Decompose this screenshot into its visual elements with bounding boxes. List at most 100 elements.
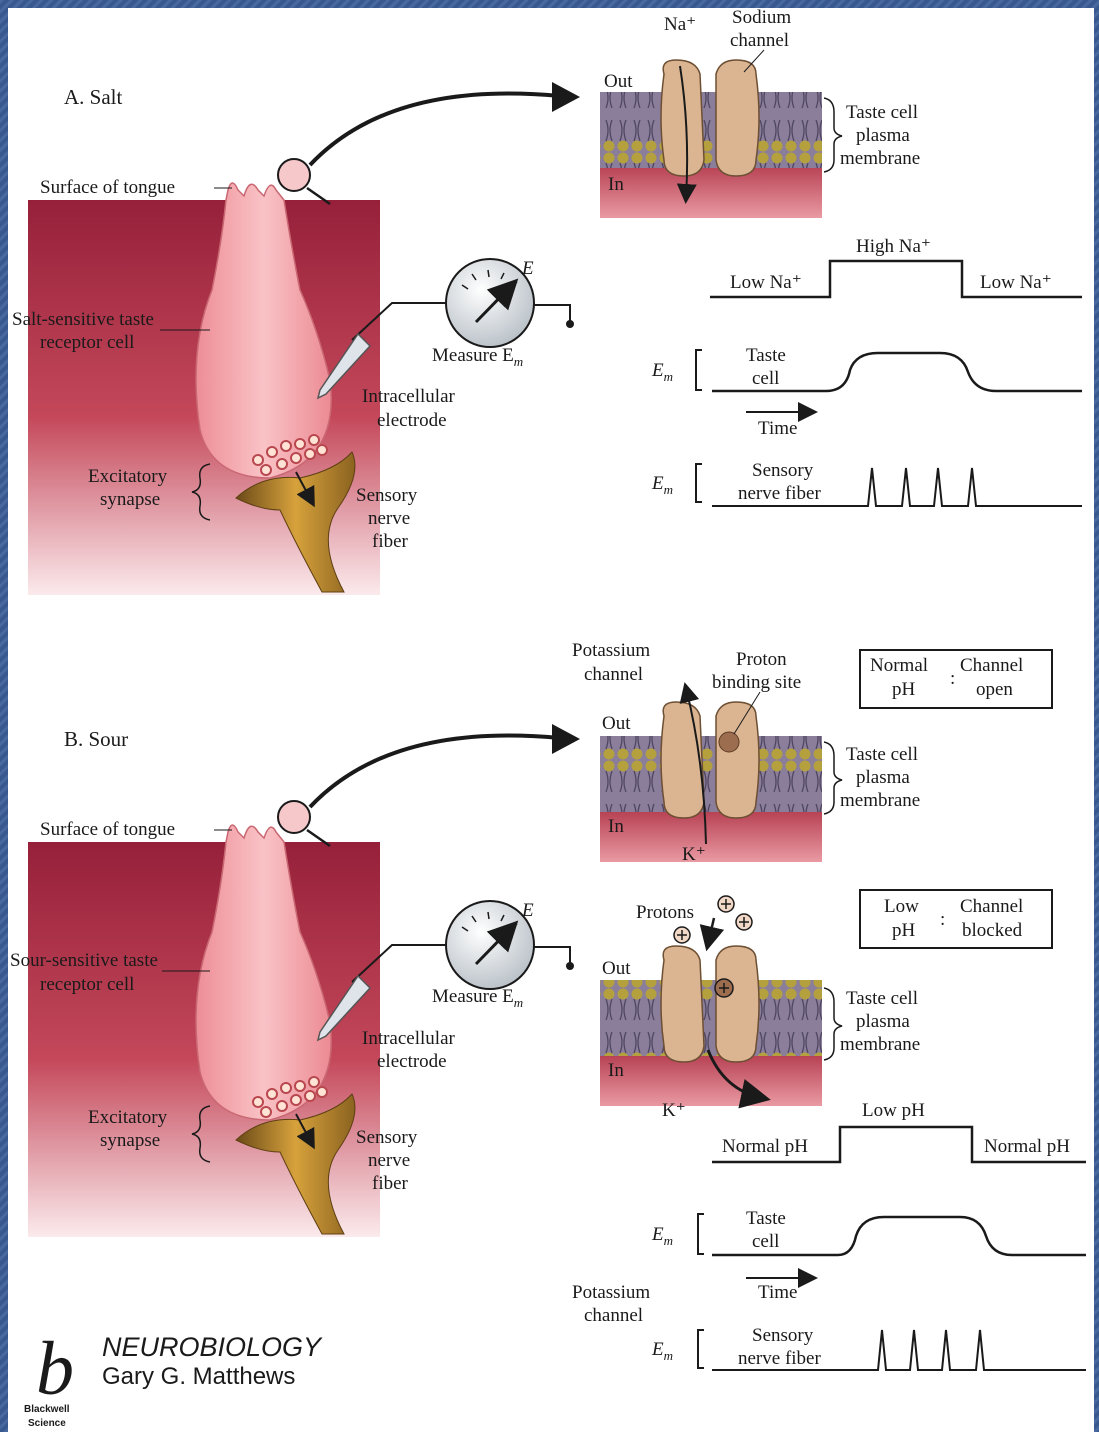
side-label-line2: channel bbox=[584, 1305, 643, 1326]
trace-b-taste-line1: Taste bbox=[746, 1208, 786, 1229]
panel-a-salt: A. Salt E Surface of tongue Salt-sens bbox=[12, 8, 1082, 595]
membrane-b2-line1: Taste cell bbox=[846, 988, 918, 1009]
time-label: Time bbox=[758, 418, 797, 439]
publisher-line1: Blackwell bbox=[24, 1404, 70, 1415]
nerve-label-b-line2: nerve bbox=[368, 1150, 410, 1171]
in-label-b1: In bbox=[608, 816, 624, 837]
publisher-branding: b NEUROBIOLOGY Gary G. Matthews Blackwel… bbox=[24, 1327, 323, 1429]
out-label-b1: Out bbox=[602, 713, 631, 734]
stim-low-ph: Low pH bbox=[862, 1100, 925, 1121]
receptor-label-line2: receptor cell bbox=[40, 332, 134, 353]
panel-b-heading: B. Sour bbox=[64, 727, 128, 751]
synapse-label-line2: synapse bbox=[100, 489, 160, 510]
trace-b-nerve-line2: nerve fiber bbox=[738, 1348, 821, 1369]
synapse-label-b-line1: Excitatory bbox=[88, 1107, 168, 1128]
out-label-b2: Out bbox=[602, 958, 631, 979]
box1-colon: : bbox=[950, 668, 955, 689]
electrode-label-b-line1: Intracellular bbox=[362, 1028, 456, 1049]
box2-left-line1: Low bbox=[884, 896, 919, 917]
k-ion-label-2: K⁺ bbox=[662, 1100, 686, 1121]
box1-left-line1: Normal bbox=[870, 655, 928, 676]
box2-left-line2: pH bbox=[892, 920, 916, 941]
membrane-b1-line3: membrane bbox=[840, 790, 920, 811]
side-label-line1: Potassium bbox=[572, 1282, 650, 1303]
em-label-1: Em bbox=[651, 360, 673, 384]
trace-b-taste-line2: cell bbox=[752, 1231, 779, 1252]
intracellular-fluid-b1 bbox=[600, 806, 822, 862]
trace-nerve-line2: nerve fiber bbox=[738, 483, 821, 504]
synapse-label-b-line2: synapse bbox=[100, 1130, 160, 1151]
stim-low-right: Low Na⁺ bbox=[980, 272, 1052, 293]
trace-taste-line2: cell bbox=[752, 368, 779, 389]
em-label-b1: Em bbox=[651, 1224, 673, 1248]
membrane-label-line1: Taste cell bbox=[846, 102, 918, 123]
figure-panel: A. Salt E Surface of tongue Salt-sens bbox=[8, 8, 1094, 1432]
k-channel-label-line2: channel bbox=[584, 664, 643, 685]
box1-right-line1: Channel bbox=[960, 655, 1023, 676]
salt-response-traces: Low Na⁺ High Na⁺ Low Na⁺ Em Taste cell T… bbox=[651, 236, 1082, 506]
in-label: In bbox=[608, 174, 624, 195]
k-channel-blocked-right bbox=[716, 946, 759, 1062]
nerve-label-b-line3: fiber bbox=[372, 1173, 409, 1194]
em-bracket-2 bbox=[696, 464, 702, 502]
membrane-label-line3: membrane bbox=[840, 148, 920, 169]
ground-terminal bbox=[566, 320, 574, 328]
box2-right-line1: Channel bbox=[960, 896, 1023, 917]
electrode-label-line1: Intracellular bbox=[362, 386, 456, 407]
proton-site-label-line2: binding site bbox=[712, 672, 801, 693]
voltmeter-dial-b bbox=[446, 901, 534, 989]
trace-b-nerve-line1: Sensory bbox=[752, 1325, 814, 1346]
sodium-channel-label-line2: channel bbox=[730, 30, 789, 51]
publisher-line2: Science bbox=[28, 1418, 66, 1429]
box1-right-line2: open bbox=[976, 679, 1013, 700]
sodium-channel-label-line1: Sodium bbox=[732, 8, 791, 28]
proton-site-label-line1: Proton bbox=[736, 649, 787, 670]
lipid-bilayer-b1 bbox=[600, 736, 822, 812]
electrode-label-b-line2: electrode bbox=[377, 1051, 447, 1072]
zoom-callout-arrow-b bbox=[310, 735, 560, 807]
nerve-label-b-line1: Sensory bbox=[356, 1127, 418, 1148]
meter-label-e-b: E bbox=[521, 900, 534, 921]
magnified-region-circle bbox=[278, 159, 310, 191]
k-channel-left-subunit bbox=[661, 702, 704, 818]
em-bracket-b2 bbox=[698, 1330, 704, 1368]
panel-a-heading: A. Salt bbox=[64, 85, 123, 109]
lipid-bilayer-b2 bbox=[600, 980, 822, 1056]
membrane-b1-line1: Taste cell bbox=[846, 744, 918, 765]
k-channel-blocked-left bbox=[661, 946, 704, 1062]
panel-b-sour: B. Sour E Surface of tongue Sour-sensiti… bbox=[10, 640, 1086, 1370]
nerve-label-line2: nerve bbox=[368, 508, 410, 529]
surface-of-tongue-label-b: Surface of tongue bbox=[40, 819, 175, 840]
receptor-label-b-line1: Sour-sensitive taste bbox=[10, 950, 158, 971]
electrode-label-line2: electrode bbox=[377, 410, 447, 431]
ground-wire-b bbox=[533, 947, 570, 964]
em-label-b2: Em bbox=[651, 1339, 673, 1363]
membrane-label-line2: plasma bbox=[856, 125, 910, 146]
receptor-label-line1: Salt-sensitive taste bbox=[12, 309, 154, 330]
measure-label: Measure Em bbox=[432, 345, 523, 369]
proton-binding-site bbox=[719, 732, 739, 752]
synapse-label-line1: Excitatory bbox=[88, 466, 168, 487]
sodium-membrane-detail: Out In Na⁺ Sodium channel Taste cell pla… bbox=[600, 8, 920, 218]
box2-right-line2: blocked bbox=[962, 920, 1023, 941]
zoom-callout-arrowhead bbox=[552, 82, 580, 112]
box2-colon: : bbox=[940, 909, 945, 930]
lipid-bilayer bbox=[600, 92, 822, 168]
taste-transduction-diagram: A. Salt E Surface of tongue Salt-sens bbox=[8, 8, 1094, 1432]
proton-entry-arrow bbox=[708, 918, 714, 944]
nerve-label-line3: fiber bbox=[372, 531, 409, 552]
protons-label: Protons bbox=[636, 902, 694, 923]
stim-low-left: Low Na⁺ bbox=[730, 272, 802, 293]
stim-normal-right: Normal pH bbox=[984, 1136, 1070, 1157]
out-label: Out bbox=[604, 71, 633, 92]
k-channel-label-line1: Potassium bbox=[572, 640, 650, 661]
time-label-b: Time bbox=[758, 1282, 797, 1303]
nerve-label-line1: Sensory bbox=[356, 485, 418, 506]
measure-label-b: Measure Em bbox=[432, 986, 523, 1010]
voltmeter-dial bbox=[446, 259, 534, 347]
ground-wire bbox=[533, 305, 570, 322]
membrane-b1-line2: plasma bbox=[856, 767, 910, 788]
membrane-b2-line3: membrane bbox=[840, 1034, 920, 1055]
zoom-callout-arrow bbox=[310, 93, 560, 165]
